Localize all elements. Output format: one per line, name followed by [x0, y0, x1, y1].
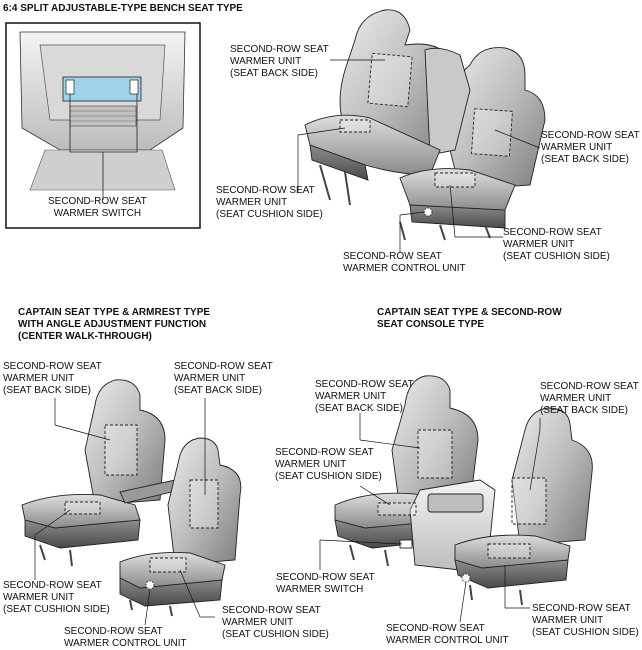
label-console-back-left: SECOND-ROW SEAT WARMER UNIT (SEAT BACK S…	[315, 379, 414, 414]
bench-leader-lines	[297, 59, 541, 253]
label-armrest-back-right: SECOND-ROW SEAT WARMER UNIT (SEAT BACK S…	[174, 361, 273, 396]
bench-cushion-pad-left	[339, 119, 371, 133]
label-console-cushion-right: SECOND-ROW SEAT WARMER UNIT (SEAT CUSHIO…	[532, 603, 639, 638]
armrest-cushion-pad-left	[64, 501, 101, 515]
armrest-control-unit	[145, 580, 155, 590]
armrest-leader-lines	[34, 398, 215, 626]
armrest-back-pad-left	[104, 424, 138, 476]
label-console-control: SECOND-ROW SEAT WARMER CONTROL UNIT	[386, 623, 509, 646]
bench-cushion-pad-right	[434, 172, 476, 188]
switch-inset	[5, 22, 201, 229]
label-bench-cushion-right: SECOND-ROW SEAT WARMER UNIT (SEAT CUSHIO…	[503, 227, 610, 262]
captain-armrest-illustration	[21, 379, 242, 617]
label-bench-back-right: SECOND-ROW SEAT WARMER UNIT (SEAT BACK S…	[541, 130, 640, 165]
label-console-back-right: SECOND-ROW SEAT WARMER UNIT (SEAT BACK S…	[540, 381, 639, 416]
bench-seat-illustration	[304, 9, 546, 241]
label-console-cushion-left: SECOND-ROW SEAT WARMER UNIT (SEAT CUSHIO…	[275, 447, 382, 482]
label-armrest-cushion-left: SECOND-ROW SEAT WARMER UNIT (SEAT CUSHIO…	[3, 580, 110, 615]
title-split-bench: 6:4 SPLIT ADJUSTABLE-TYPE BENCH SEAT TYP…	[3, 3, 243, 14]
label-armrest-back-left: SECOND-ROW SEAT WARMER UNIT (SEAT BACK S…	[3, 361, 102, 396]
label-bench-back-left: SECOND-ROW SEAT WARMER UNIT (SEAT BACK S…	[230, 44, 329, 79]
label-console-switch: SECOND-ROW SEAT WARMER SWITCH	[276, 572, 375, 595]
console-leader-lines	[319, 413, 541, 623]
console-back-pad-right	[511, 477, 547, 525]
label-bench-control: SECOND-ROW SEAT WARMER CONTROL UNIT	[343, 251, 466, 274]
console-cushion-pad-left	[377, 502, 417, 516]
armrest-back-pad-right	[189, 479, 219, 529]
captain-console-illustration	[334, 375, 593, 606]
label-bench-cushion-left: SECOND-ROW SEAT WARMER UNIT (SEAT CUSHIO…	[216, 185, 323, 220]
title-captain-console: CAPTAIN SEAT TYPE & SECOND-ROW SEAT CONS…	[377, 307, 562, 330]
label-armrest-cushion-right: SECOND-ROW SEAT WARMER UNIT (SEAT CUSHIO…	[222, 605, 329, 640]
bench-back-pad-right	[470, 108, 513, 157]
armrest-cushion-pad-right	[149, 557, 187, 573]
title-captain-armrest: CAPTAIN SEAT TYPE & ARMREST TYPE WITH AN…	[18, 307, 211, 342]
label-armrest-control: SECOND-ROW SEAT WARMER CONTROL UNIT	[64, 626, 187, 649]
switch-display	[62, 76, 142, 102]
bench-control-unit	[423, 207, 433, 217]
console-cushion-pad-right	[487, 543, 531, 559]
console-back-pad-left	[417, 429, 453, 479]
bench-back-pad-left	[367, 52, 413, 108]
console-control-unit	[461, 573, 471, 583]
label-bench-switch: SECOND-ROW SEAT WARMER SWITCH	[48, 196, 147, 219]
